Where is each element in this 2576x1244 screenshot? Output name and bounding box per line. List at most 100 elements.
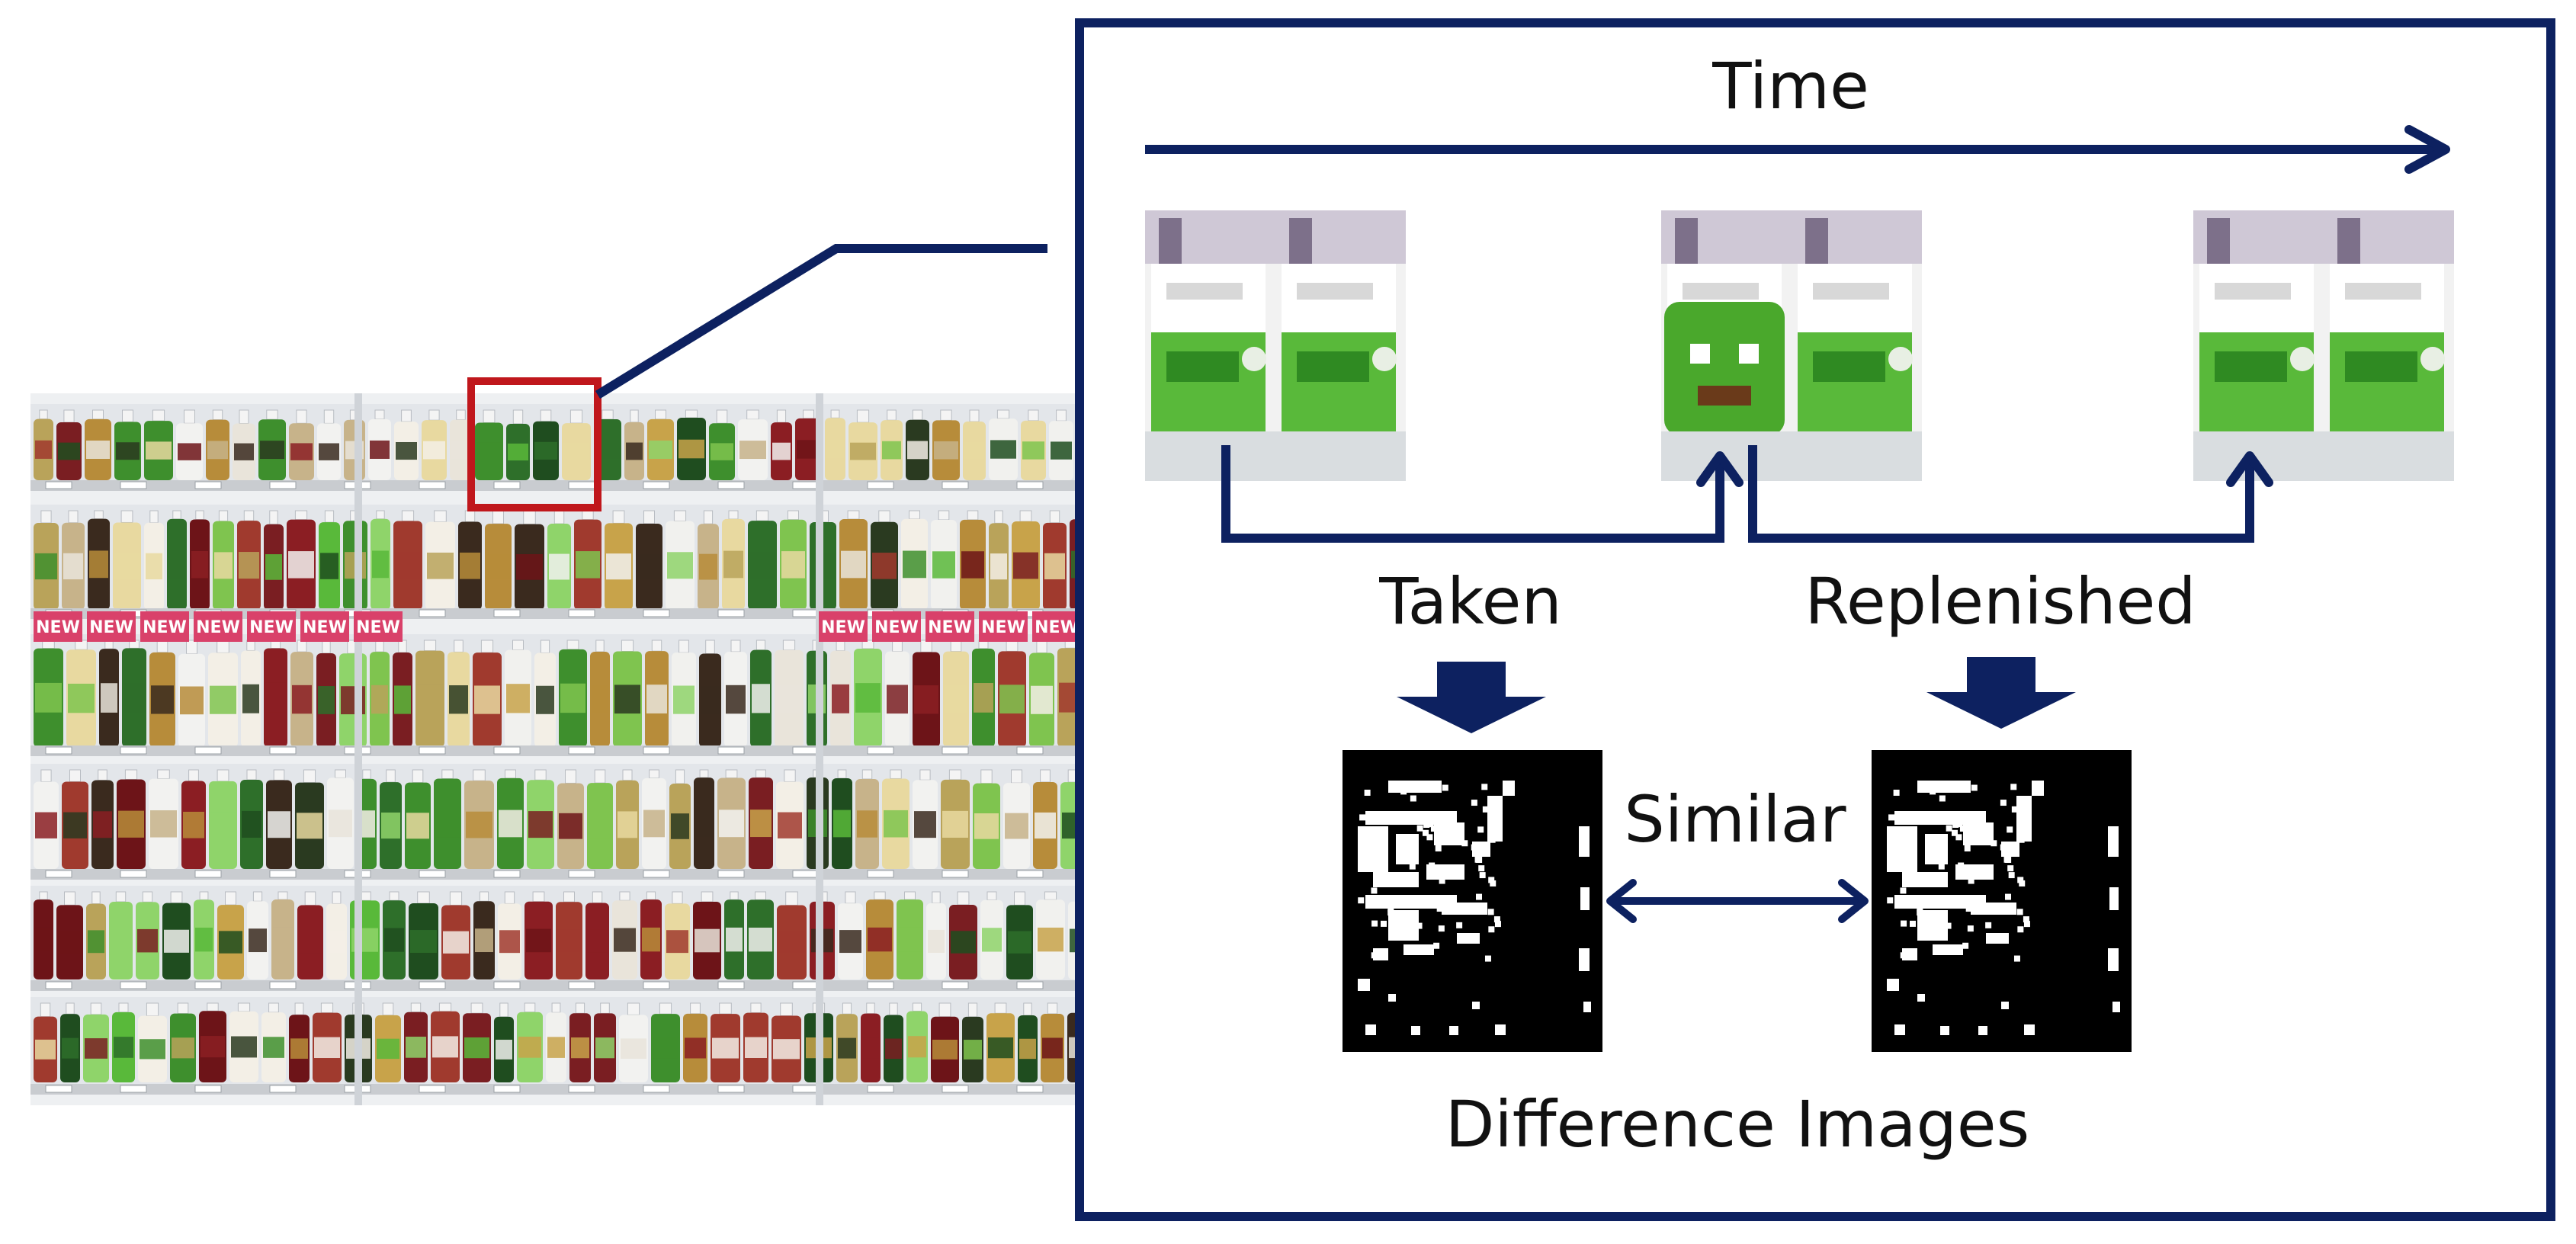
bottle-cap: [719, 1002, 732, 1015]
bottle-cap: [412, 769, 424, 784]
bottle-label: [265, 554, 282, 580]
price-tag: [867, 870, 894, 878]
diff-speck: [1908, 949, 1915, 956]
bottle-cap: [322, 640, 331, 654]
bottle-cap: [98, 769, 107, 781]
diff-blob: [2112, 1002, 2120, 1012]
bottle-label: [200, 1036, 225, 1058]
bottle-cap: [1028, 409, 1039, 422]
time-label: Time: [1711, 49, 1869, 123]
bottle-label: [999, 685, 1025, 714]
bottle-cap: [621, 640, 634, 652]
store-shelf-photo: NEWNEWNEWNEWNEWNEWNEWNEWNEWNEWNEWNEWNEW: [30, 393, 1076, 1105]
bottle-label: [1008, 931, 1031, 954]
bottle-cap: [386, 769, 396, 783]
crop-top: [1661, 210, 1922, 264]
diff-blob: [1580, 887, 1590, 910]
bottle-label: [423, 441, 445, 460]
bottle-label: [914, 811, 936, 838]
replenished-down-arrow: [1926, 657, 2076, 729]
diff-speck: [1481, 784, 1488, 790]
shelf-row: [30, 404, 1076, 491]
price-tag: [269, 981, 297, 989]
new-tag-text: NEW: [143, 618, 187, 637]
bottle-cap: [294, 1002, 304, 1015]
bottle-cap: [157, 769, 170, 780]
bottle-label: [506, 684, 530, 713]
bottle-label: [219, 931, 242, 954]
bottle-cap: [725, 769, 738, 779]
diff-speck: [2007, 865, 2014, 872]
price-tag: [568, 981, 595, 989]
diff-blob: [2109, 887, 2119, 910]
diff-speck: [1887, 897, 1894, 904]
bottle-label: [614, 928, 636, 952]
bottle-label: [749, 552, 775, 579]
zoom-leader-line: [595, 244, 1047, 399]
bottle-cap: [324, 510, 335, 523]
bottle-cap: [675, 769, 685, 784]
diff-speck: [1409, 863, 1416, 870]
bottle-label: [260, 441, 284, 460]
bottle-label: [832, 684, 849, 713]
diff-blob: [1449, 1026, 1458, 1035]
diff-speck: [1910, 920, 1917, 927]
bottle-cap: [438, 1002, 452, 1012]
new-tag: [140, 611, 189, 642]
bottle-cap: [836, 640, 845, 652]
shelf-dividers: [354, 393, 823, 1105]
bottle-cap: [746, 409, 759, 420]
diff-blob: [2108, 948, 2119, 971]
bottle-cap: [296, 409, 307, 424]
difference-image-taken-pixels: [1343, 750, 1602, 1052]
diff-speck: [1427, 821, 1434, 828]
bottle-label: [146, 553, 162, 580]
bottle-label: [772, 442, 791, 460]
bottle-label: [898, 927, 922, 952]
bottle-label: [961, 551, 984, 579]
bottle-cap: [582, 510, 594, 521]
new-tag-text: NEW: [89, 618, 133, 637]
bottle-cap: [575, 1002, 585, 1014]
price-tag: [792, 746, 820, 755]
bottle-cap: [716, 409, 728, 424]
bottle-cap: [837, 769, 847, 779]
bottle-label: [945, 685, 967, 714]
diff-speck: [1429, 862, 1436, 869]
bottle-label: [1044, 553, 1065, 580]
bottle-label: [982, 928, 1002, 952]
bottle-cap: [630, 409, 639, 423]
price-tag: [1016, 746, 1044, 755]
bottle-label: [557, 928, 581, 953]
bottle-label: [1059, 682, 1076, 713]
crop-badge: [2290, 347, 2315, 371]
bottle-label: [1071, 550, 1076, 579]
bottle-cap: [957, 891, 970, 906]
bottle-cap: [320, 1002, 334, 1014]
crop-top: [1145, 210, 1406, 264]
diff-speck: [1476, 893, 1483, 900]
bottle-label: [124, 682, 145, 713]
bottle-label: [932, 551, 955, 579]
diff-speck: [1935, 934, 1942, 941]
bottle-label: [242, 810, 261, 838]
price-tag: [194, 981, 222, 989]
bottle-label: [451, 441, 470, 460]
new-tag: [247, 611, 296, 642]
bottle-label: [406, 813, 429, 839]
bottle-label: [571, 1037, 589, 1059]
diff-blob: [1579, 826, 1590, 857]
bottle-label: [884, 810, 908, 838]
bottle-label: [249, 928, 267, 953]
bottle-label: [358, 810, 375, 838]
price-tag: [269, 1085, 297, 1093]
bottle-label: [642, 927, 660, 952]
price-tag: [717, 870, 745, 878]
diff-speck: [1479, 872, 1486, 879]
new-tag: [300, 611, 349, 642]
diff-speck: [1959, 826, 1966, 832]
bottle-cap: [479, 891, 489, 902]
diff-blob: [1358, 979, 1370, 991]
new-price-tags: NEWNEWNEWNEWNEWNEWNEWNEWNEWNEWNEWNEWNEW: [34, 611, 1076, 642]
bottle-label: [526, 928, 551, 953]
